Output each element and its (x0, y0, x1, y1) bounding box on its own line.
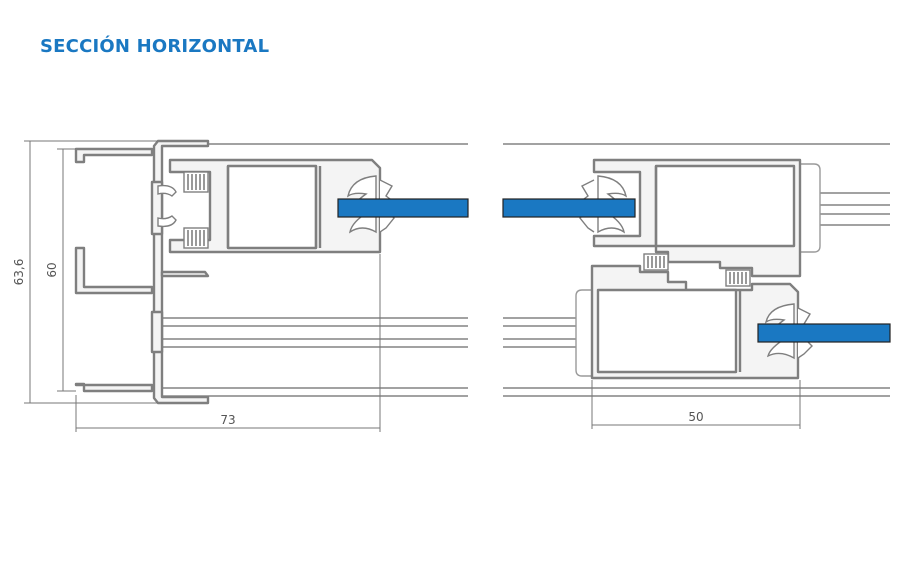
right-upper-sash-profile (592, 158, 802, 278)
dimension-label-60: 60 (45, 262, 59, 277)
left-frame-profile (74, 139, 210, 405)
right-interlock-brush-seals (643, 253, 751, 287)
right-upper-glass-pane (502, 198, 636, 218)
dimension-left-width (75, 254, 381, 432)
right-lower-end-cap (575, 289, 593, 377)
dimension-label-63-6: 63,6 (12, 259, 26, 286)
dimension-outer-height (24, 140, 158, 404)
right-section: 50 (502, 143, 891, 429)
left-reference-lines (160, 143, 468, 397)
right-reference-lines (503, 143, 890, 397)
dimension-inner-height (57, 148, 76, 392)
right-lower-sash-profile (590, 264, 800, 380)
left-brush-seals (157, 171, 209, 249)
left-section: 63,6 60 73 (12, 139, 469, 432)
right-lower-glass-pane (757, 323, 891, 343)
dimension-label-73: 73 (220, 413, 235, 427)
dimension-label-50: 50 (688, 410, 703, 424)
dimension-right-width (591, 380, 801, 429)
right-upper-end-cap (799, 163, 821, 253)
left-glass-pane (337, 198, 469, 218)
page-title: SECCIÓN HORIZONTAL (40, 36, 270, 57)
left-sash-profile (168, 158, 382, 254)
